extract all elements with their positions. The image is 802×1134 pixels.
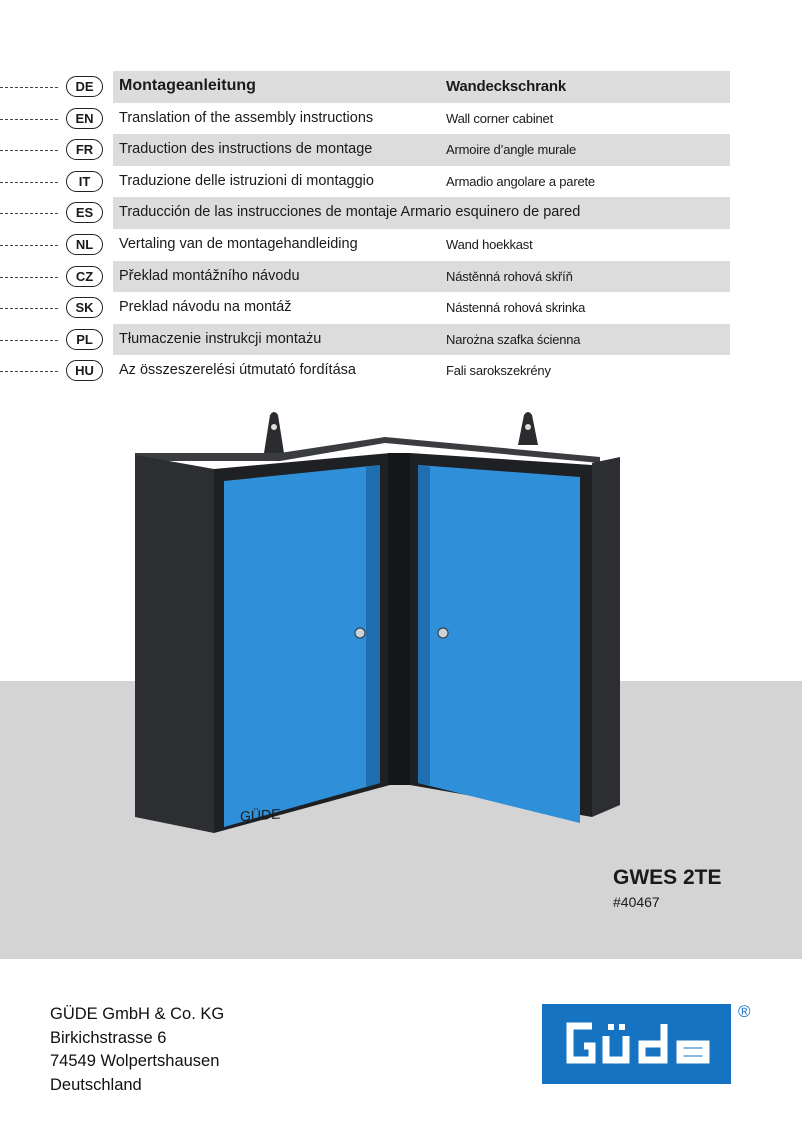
language-code-badge: ES [66, 202, 103, 224]
language-title: Traduction des instructions de montage [119, 141, 373, 158]
language-row-cz: CZ Překlad montážního návodu Nástěnná ro… [0, 260, 730, 293]
language-code-badge: DE [66, 76, 103, 97]
language-subtitle: Wand hoekkast [446, 236, 533, 252]
left-door [224, 465, 380, 827]
language-title: Tłumaczenie instrukcji montażu [119, 330, 322, 347]
leader-dashes [0, 308, 58, 310]
company-city: 74549 Wolpertshausen [50, 1052, 220, 1070]
right-door [418, 465, 580, 823]
language-title: Montageanleitung [119, 77, 256, 94]
leader-dashes [0, 339, 58, 341]
language-code-badge: IT [66, 170, 103, 192]
language-title: Preklad návodu na montáž [119, 299, 292, 316]
leader-dashes [0, 213, 58, 215]
leader-dashes [0, 244, 58, 246]
mounting-bracket-left [264, 412, 284, 453]
leader-dashes [0, 118, 58, 120]
language-row-de: DE Montageanleitung Wandeckschrank [0, 71, 730, 103]
language-code-badge: HU [66, 360, 103, 382]
company-country: Deutschland [50, 1075, 142, 1094]
language-code-badge: CZ [66, 265, 103, 287]
language-title: Vertaling van de montagehandleiding [119, 235, 358, 252]
language-row-hu: HU Az összeszerelési útmutató fordítása … [0, 355, 730, 387]
language-subtitle: Wall corner cabinet [446, 110, 553, 126]
language-code-badge: PL [66, 328, 103, 350]
language-row-es: ES Traducción de las instrucciones de mo… [0, 197, 730, 229]
language-subtitle: Wandeckschrank [446, 78, 567, 95]
article-number: #40467 [613, 894, 660, 910]
door-brand-text: GÜDE [240, 804, 280, 824]
registered-mark: ® [738, 1002, 751, 1021]
product-model: GWES 2TE [613, 866, 722, 889]
language-title: Az összeszerelési útmutató fordítása [119, 362, 356, 379]
language-subtitle: Nástenná rohová skrinka [446, 300, 586, 316]
leader-dashes [0, 150, 58, 152]
language-subtitle: Armadio angolare a parete [446, 173, 595, 189]
left-door-lock [354, 627, 366, 639]
company-address: GÜDE GmbH & Co. KG Birkichstrasse 6 7454… [50, 1003, 224, 1097]
language-code-badge: SK [66, 297, 103, 319]
language-title: Traducción de las instrucciones de monta… [119, 204, 581, 221]
right-side-panel [592, 457, 620, 817]
left-side-panel [135, 455, 214, 833]
language-list: DE Montageanleitung Wandeckschrank EN Tr… [0, 71, 730, 387]
language-row-nl: NL Vertaling van de montagehandleiding W… [0, 229, 730, 261]
corner-cabinet-image: GÜDE [135, 412, 620, 833]
leader-dashes [0, 276, 58, 278]
language-title: Traduzione delle istruzioni di montaggio [119, 172, 374, 189]
language-row-pl: PL Tłumaczenie instrukcji montażu Narożn… [0, 323, 730, 356]
guede-logo-mark [566, 1022, 710, 1064]
leader-dashes [0, 87, 58, 88]
leader-dashes [0, 181, 58, 183]
leader-dashes [0, 371, 58, 373]
language-row-it: IT Traduzione delle istruzioni di montag… [0, 166, 730, 198]
right-door-lock [437, 627, 449, 639]
language-row-sk: SK Preklad návodu na montáž Nástenná roh… [0, 292, 730, 324]
language-row-en: EN Translation of the assembly instructi… [0, 103, 730, 135]
language-code-badge: NL [66, 233, 103, 255]
language-subtitle: Armoire d’angle murale [446, 142, 576, 158]
language-subtitle: Nástěnná rohová skříň [446, 268, 573, 284]
language-code-badge: EN [66, 107, 103, 129]
company-name: GÜDE GmbH & Co. KG [50, 1005, 225, 1023]
language-subtitle: Fali sarokszekrény [446, 363, 551, 379]
language-title: Překlad montážního návodu [119, 267, 300, 284]
guede-logo [542, 1004, 731, 1084]
language-title: Translation of the assembly instructions [119, 109, 374, 126]
language-row-fr: FR Traduction des instructions de montag… [0, 134, 730, 166]
language-subtitle: Narożna szafka ścienna [446, 331, 581, 347]
language-code-badge: FR [66, 139, 103, 161]
company-street: Birkichstrasse 6 [50, 1028, 167, 1047]
